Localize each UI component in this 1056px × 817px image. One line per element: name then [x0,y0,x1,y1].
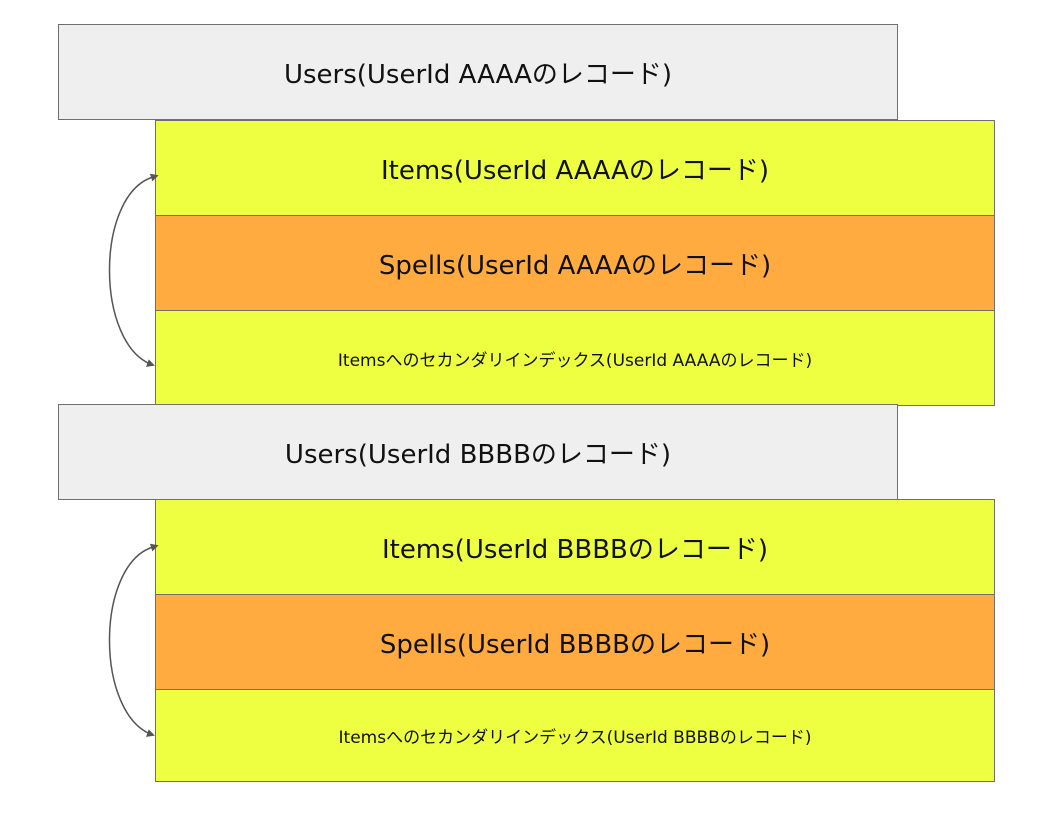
index-label-bbbb: Itemsへのセカンダリインデックス(UserId BBBBのレコード) [338,728,812,748]
index-link-arrow-aaaa [108,173,159,367]
spells-record-bbbb: Spells(UserId BBBBのレコード) [155,594,995,690]
users-label-bbbb: Users(UserId BBBBのレコード) [284,439,672,470]
users-record-bbbb: Users(UserId BBBBのレコード) [58,404,898,500]
index-label-aaaa: Itemsへのセカンダリインデックス(UserId AAAAのレコード) [337,350,813,371]
items-label-bbbb: Items(UserId BBBBのレコード) [381,534,769,565]
users-record-aaaa: Users(UserId AAAAのレコード) [58,24,898,120]
spells-label-aaaa: Spells(UserId AAAAのレコード) [378,250,772,281]
items-secondary-index-bbbb: Itemsへのセカンダリインデックス(UserId BBBBのレコード) [155,689,995,782]
items-record-aaaa: Items(UserId AAAAのレコード) [155,120,995,216]
spells-label-bbbb: Spells(UserId BBBBのレコード) [379,629,771,660]
items-label-aaaa: Items(UserId AAAAのレコード) [380,155,770,186]
users-label-aaaa: Users(UserId AAAAのレコード) [283,59,673,90]
items-secondary-index-aaaa: Itemsへのセカンダリインデックス(UserId AAAAのレコード) [155,310,995,406]
spells-record-aaaa: Spells(UserId AAAAのレコード) [155,215,995,311]
index-link-arrow-bbbb [108,543,159,737]
items-record-bbbb: Items(UserId BBBBのレコード) [155,499,995,595]
